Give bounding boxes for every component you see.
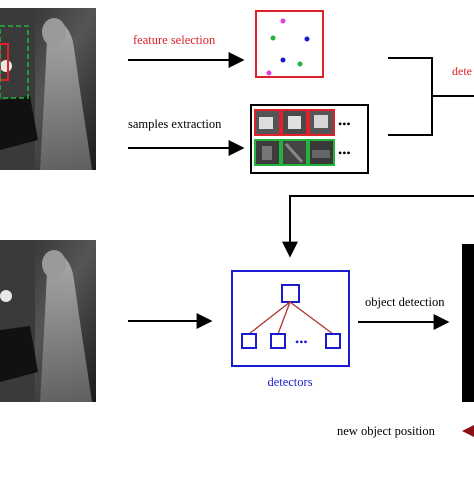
output-frame [462, 244, 474, 402]
feature-point [280, 18, 286, 24]
tree-ellipsis: ••• [295, 335, 308, 349]
feature-selection-label: feature selection [133, 33, 216, 47]
new-object-position-label: new object position [337, 424, 436, 438]
samples-ellipsis-top: ••• [338, 117, 351, 131]
feature-point [304, 36, 310, 42]
object-detection-label: object detection [365, 295, 445, 309]
detector-leaf-node [241, 333, 257, 349]
positive-samples [254, 109, 335, 136]
tree-edge [289, 301, 334, 335]
samples-extraction-label: samples extraction [128, 117, 222, 131]
feature-point [280, 57, 286, 63]
tree-edge [248, 301, 291, 335]
merge-bracket [388, 57, 433, 136]
input-frame-top [0, 8, 96, 171]
samples-ellipsis-bottom: ••• [338, 146, 351, 160]
feature-point [297, 61, 303, 67]
samples-box: ••• ••• [250, 104, 369, 174]
tree-edge [277, 301, 291, 335]
detector-leaf-node [325, 333, 341, 349]
detectors-box: ••• [231, 270, 350, 367]
feature-point [266, 70, 272, 76]
cut-right-label: dete [452, 64, 472, 78]
detectors-label: detectors [267, 375, 312, 389]
feature-box [255, 10, 324, 78]
detector-leaf-node [270, 333, 286, 349]
new-object-position-arrowhead [462, 425, 474, 437]
input-frame-bottom [0, 240, 96, 402]
feedback-line [282, 195, 474, 258]
negative-samples [254, 139, 335, 166]
tracking-window-red [0, 43, 9, 81]
detector-root-node [281, 284, 300, 303]
feature-point [270, 35, 276, 41]
search-region-green [0, 25, 29, 99]
